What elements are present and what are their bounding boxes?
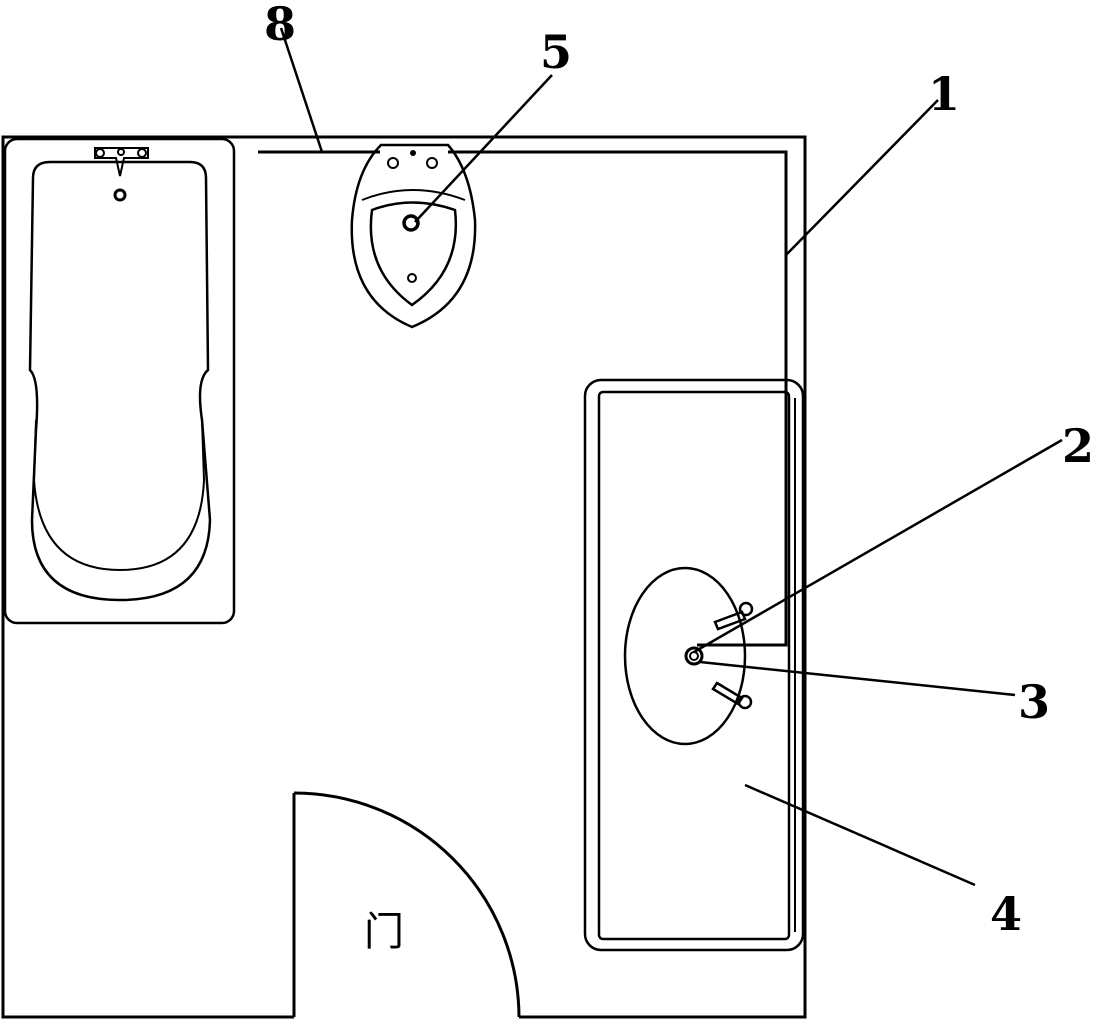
door-swing-arc	[293, 791, 521, 1018]
wash-basin	[623, 566, 754, 746]
pipe-1	[448, 150, 788, 647]
room-outline	[1, 135, 807, 1019]
callout-8: 8	[264, 0, 296, 51]
toilet	[350, 143, 477, 329]
door-label: 门	[364, 909, 404, 955]
callout-5: 5	[540, 25, 572, 79]
callout-3: 3	[1018, 675, 1050, 729]
callout-2: 2	[1062, 419, 1094, 473]
leader-lines	[279, 27, 1063, 887]
bathtub	[3, 137, 236, 625]
callout-4: 4	[990, 887, 1022, 941]
callout-1: 1	[928, 67, 960, 121]
vanity-counter	[583, 378, 805, 952]
